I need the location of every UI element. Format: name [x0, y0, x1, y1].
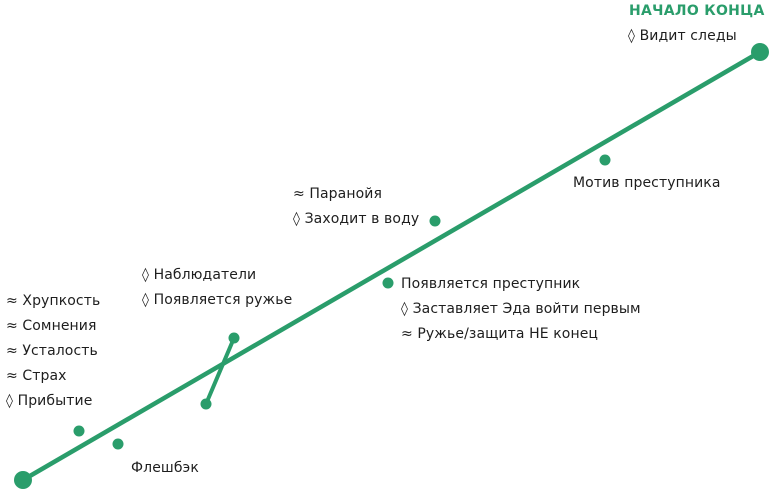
label-arrival-line-1: ≈ Хрупкость — [6, 293, 101, 309]
start-point — [14, 471, 32, 489]
plot-points — [14, 43, 769, 489]
criminal-point — [382, 277, 394, 289]
label-gun-line-2: ◊ Появляется ружье — [142, 292, 293, 308]
label-arrival-line-3: ≈ Усталость — [6, 343, 98, 359]
label-water-line-2: ◊ Заходит в воду — [293, 211, 420, 227]
label-arrival-line-4: ≈ Страх — [6, 368, 67, 384]
label-gun: ◊ Наблюдатели ◊ Появляется ружье — [142, 263, 292, 313]
label-motive-line-1: Мотив преступника — [573, 175, 721, 191]
label-arrival-line-2: ≈ Сомнения — [6, 318, 97, 334]
label-criminal-line-3: ≈ Ружье/защита НЕ конец — [401, 326, 599, 342]
label-end-line-1: ◊ Видит следы — [628, 28, 737, 44]
label-criminal: Появляется преступник ◊ Заставляет Эда в… — [401, 272, 641, 347]
end-point — [751, 43, 769, 61]
gun-point-bottom — [200, 398, 212, 410]
label-criminal-line-2: ◊ Заставляет Эда войти первым — [401, 301, 641, 317]
water-point — [429, 215, 441, 227]
label-arrival: ≈ Хрупкость ≈ Сомнения ≈ Усталость ≈ Стр… — [6, 289, 100, 414]
label-gun-line-1: ◊ Наблюдатели — [142, 267, 257, 283]
motive-point — [599, 154, 611, 166]
label-arrival-line-5: ◊ Прибытие — [6, 393, 93, 409]
diagram-title: НАЧАЛО КОНЦА — [629, 3, 765, 19]
label-water: ≈ Паранойя ◊ Заходит в воду — [293, 182, 419, 232]
gun-point-top — [228, 332, 240, 344]
flashback-cross-line — [204, 336, 236, 406]
story-arc-line — [20, 49, 763, 483]
label-criminal-line-1: Появляется преступник — [401, 276, 581, 292]
label-end: ◊ Видит следы — [628, 24, 737, 49]
label-flashback: Флешбэк — [131, 456, 199, 481]
flashback-point — [112, 438, 124, 450]
label-water-line-1: ≈ Паранойя — [293, 186, 382, 202]
label-motive: Мотив преступника — [573, 171, 721, 196]
arrival-point — [73, 425, 85, 437]
label-flashback-line-1: Флешбэк — [131, 460, 199, 476]
